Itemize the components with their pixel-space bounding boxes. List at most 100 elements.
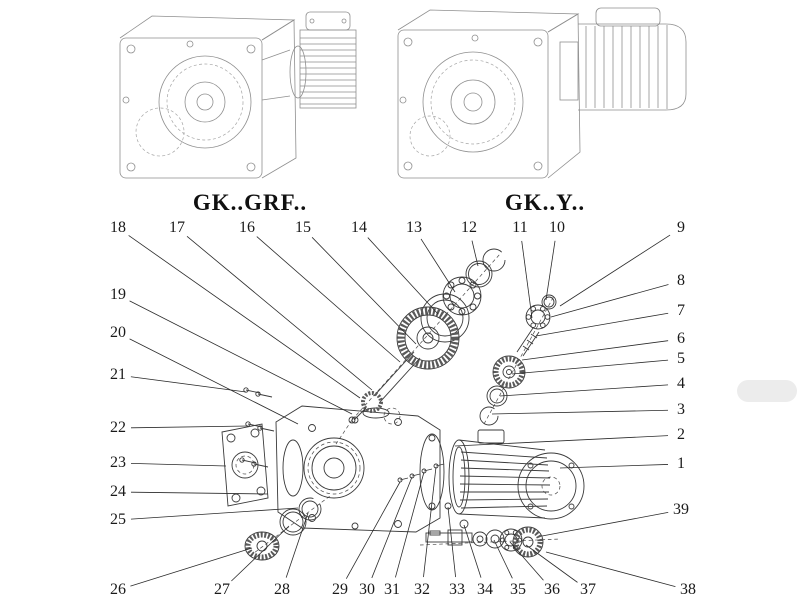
callout-23: 23 [110, 454, 126, 471]
input-adapter-fins [261, 11, 357, 109]
leader-line-34 [463, 524, 482, 578]
leader-line-12 [471, 240, 479, 267]
electric-motor [448, 429, 585, 520]
callout-20: 20 [110, 324, 126, 341]
leader-line-28 [285, 512, 309, 578]
output-gear-cluster [396, 293, 470, 370]
flange-bolts [239, 387, 275, 468]
callout-13: 13 [406, 219, 422, 236]
callout-39: 39 [673, 501, 689, 518]
output-shaft-assembly [425, 526, 544, 558]
callout-4: 4 [677, 375, 685, 392]
leader-line-36 [509, 541, 544, 581]
callout-12: 12 [461, 219, 477, 236]
leader-line-15 [311, 237, 417, 345]
callout-21: 21 [110, 366, 126, 383]
leader-line-31 [395, 471, 425, 578]
leader-line-13 [420, 238, 456, 293]
callout-26: 26 [110, 581, 126, 598]
callout-30: 30 [359, 581, 375, 598]
callout-24: 24 [110, 483, 126, 500]
pinion-shaft [348, 351, 421, 424]
callout-8: 8 [677, 272, 685, 289]
callout-37: 37 [580, 581, 596, 598]
callout-1: 1 [677, 455, 685, 472]
callout-33: 33 [449, 581, 465, 598]
leader-line-35 [493, 539, 513, 579]
shaft-rings [465, 248, 506, 288]
leader-line-4 [499, 384, 669, 397]
leader-lines [128, 234, 676, 588]
leader-line-27 [231, 525, 290, 582]
leader-line-32 [423, 466, 437, 578]
leader-line-10 [545, 240, 556, 301]
callout-25: 25 [110, 511, 126, 528]
leader-line-16 [256, 236, 401, 363]
axis-main-shaft [351, 253, 501, 421]
callout-28: 28 [274, 581, 290, 598]
leader-line-23 [130, 462, 227, 467]
drawing-gk-y [397, 7, 687, 179]
axis-into-housing [335, 419, 353, 445]
callout-7: 7 [677, 302, 685, 319]
axis-seal-rings [249, 495, 331, 557]
leader-line-20 [129, 338, 299, 425]
callout-17: 17 [169, 219, 185, 236]
leader-line-30 [371, 476, 413, 579]
leader-line-1 [559, 464, 669, 469]
motor-sketch [559, 7, 687, 111]
callout-9: 9 [677, 219, 685, 236]
variant-label-gk-y: GK..Y.. [504, 190, 586, 215]
callout-5: 5 [677, 350, 685, 367]
exploded-view [221, 248, 585, 561]
callout-38: 38 [680, 581, 696, 598]
callout-11: 11 [512, 219, 528, 236]
leader-line-29 [345, 481, 401, 579]
callout-31: 31 [384, 581, 400, 598]
callout-35: 35 [510, 581, 526, 598]
leader-line-6 [521, 340, 669, 361]
callout-27: 27 [214, 581, 230, 598]
leader-line-2 [454, 435, 669, 447]
main-bearing [442, 276, 482, 316]
callout-10: 10 [549, 219, 565, 236]
callout-2: 2 [677, 426, 685, 443]
input-shaft-parts [479, 294, 557, 426]
leader-line-5 [511, 359, 669, 375]
leader-line-9 [559, 234, 671, 307]
gear-housing [275, 405, 445, 533]
leader-line-39 [541, 511, 669, 537]
drawing-gk-grf [119, 11, 357, 179]
callout-3: 3 [677, 401, 685, 418]
leader-line-21 [130, 376, 247, 393]
leader-line-33 [447, 506, 456, 578]
variant-label-gk-grf: GK..GRF.. [192, 190, 308, 215]
leader-line-24 [130, 491, 269, 495]
callout-19: 19 [110, 286, 126, 303]
leader-line-25 [130, 507, 299, 520]
callout-18: 18 [110, 219, 126, 236]
seal-rings [244, 497, 322, 561]
leader-line-3 [491, 409, 669, 415]
leader-line-22 [130, 425, 249, 429]
callout-32: 32 [414, 581, 430, 598]
callout-22: 22 [110, 419, 126, 436]
leader-line-8 [550, 284, 669, 318]
callout-34: 34 [477, 581, 493, 598]
callout-29: 29 [332, 581, 348, 598]
leader-line-38 [545, 551, 676, 588]
callout-36: 36 [544, 581, 560, 598]
watermark [737, 380, 797, 402]
leader-line-19 [129, 300, 353, 415]
axis-output-shaft [419, 538, 561, 546]
callout-15: 15 [295, 219, 311, 236]
callout-14: 14 [351, 219, 367, 236]
leader-line-17 [186, 235, 373, 391]
leader-line-11 [521, 240, 533, 319]
leader-line-14 [367, 237, 439, 315]
callout-6: 6 [677, 330, 685, 347]
leader-line-18 [128, 235, 361, 399]
leader-line-26 [130, 547, 253, 587]
